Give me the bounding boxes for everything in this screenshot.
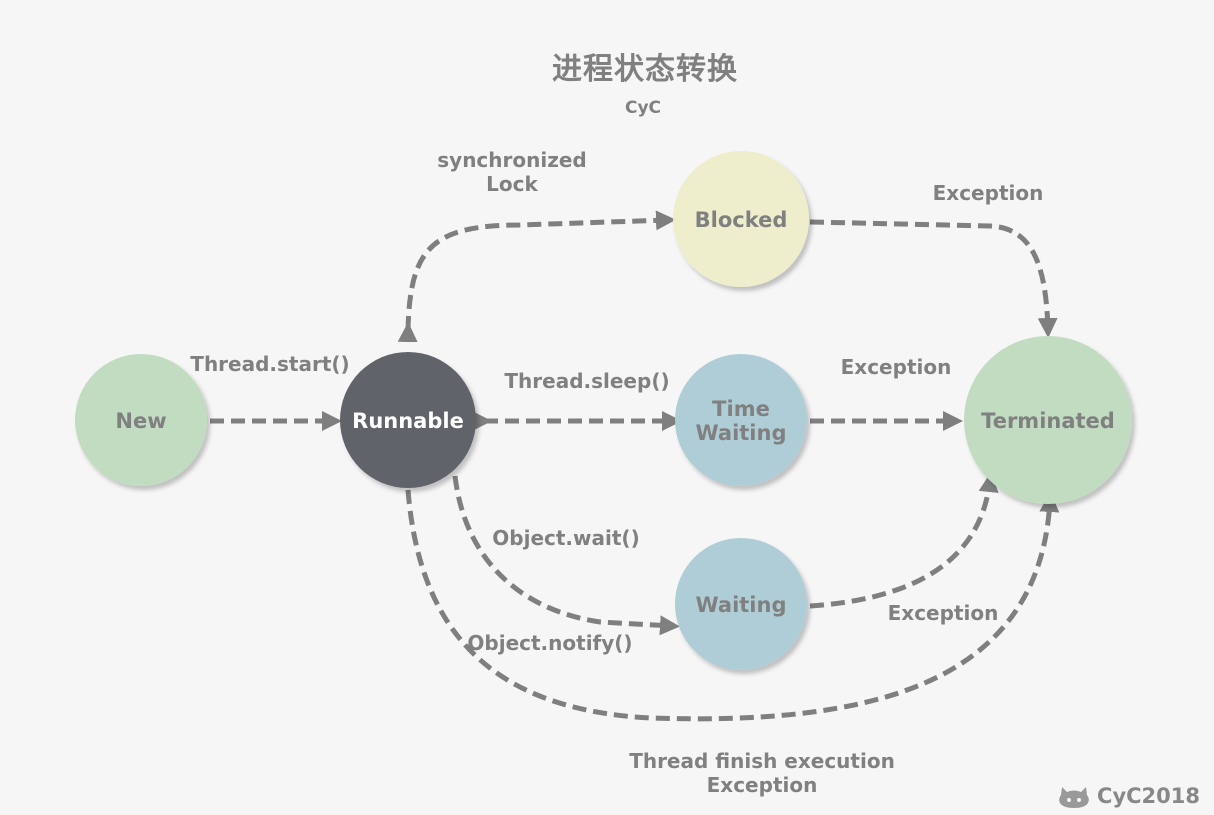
node-blocked-circle	[673, 151, 809, 287]
node-blocked-label: Blocked	[695, 208, 788, 232]
node-runnable-circle	[340, 352, 476, 488]
node-new: New	[75, 354, 207, 486]
node-time-waiting-label: Waiting	[695, 421, 786, 445]
node-runnable-label: Runnable	[352, 409, 464, 433]
edge-sync-label: Lock	[486, 172, 538, 196]
edge-tw-exception-label: Exception	[841, 355, 952, 379]
edges-layer	[210, 210, 1060, 722]
node-new-label: New	[115, 409, 166, 433]
node-blocked: Blocked	[673, 151, 809, 287]
watermark-text: CyC2018	[1097, 784, 1200, 808]
edge-wait-label: Object.wait()	[492, 526, 639, 550]
node-waiting-circle	[675, 538, 807, 670]
node-time-waiting-circle	[675, 354, 807, 486]
node-waiting: Waiting	[675, 538, 807, 670]
node-waiting-label: Waiting	[695, 593, 786, 617]
edge-blocked-exception-label: Exception	[933, 181, 1044, 205]
watermark: CyC2018	[1057, 783, 1200, 809]
edge-finish-label: Thread finish execution	[629, 749, 895, 773]
edge-finish-arrow	[405, 489, 1060, 722]
diagram-subtitle: CyC	[624, 98, 662, 118]
edge-waiting-exception-label: Exception	[888, 601, 999, 625]
github-octocat-icon	[1059, 787, 1089, 808]
node-runnable: Runnable	[340, 352, 476, 488]
node-terminated-circle	[964, 336, 1132, 504]
edge-sync-arrow	[397, 210, 676, 343]
node-terminated-label: Terminated	[981, 409, 1115, 433]
edge-waiting-exception-arrow	[809, 472, 999, 609]
edge-notify-label: Object.notify()	[467, 631, 632, 655]
edge-blocked-exception-arrow	[809, 219, 1058, 338]
node-terminated: Terminated	[964, 336, 1132, 504]
diagram-title: 进程状态转换	[552, 52, 738, 87]
edge-finish-label: Exception	[707, 773, 818, 797]
edge-sync-label: synchronized	[437, 148, 587, 172]
edge-wait-arrow	[452, 475, 680, 636]
edge-sleep-label: Thread.sleep()	[504, 369, 669, 393]
node-new-circle	[75, 354, 207, 486]
edge-start-label: Thread.start()	[190, 352, 349, 376]
node-time-waiting-label: Time	[712, 397, 770, 421]
